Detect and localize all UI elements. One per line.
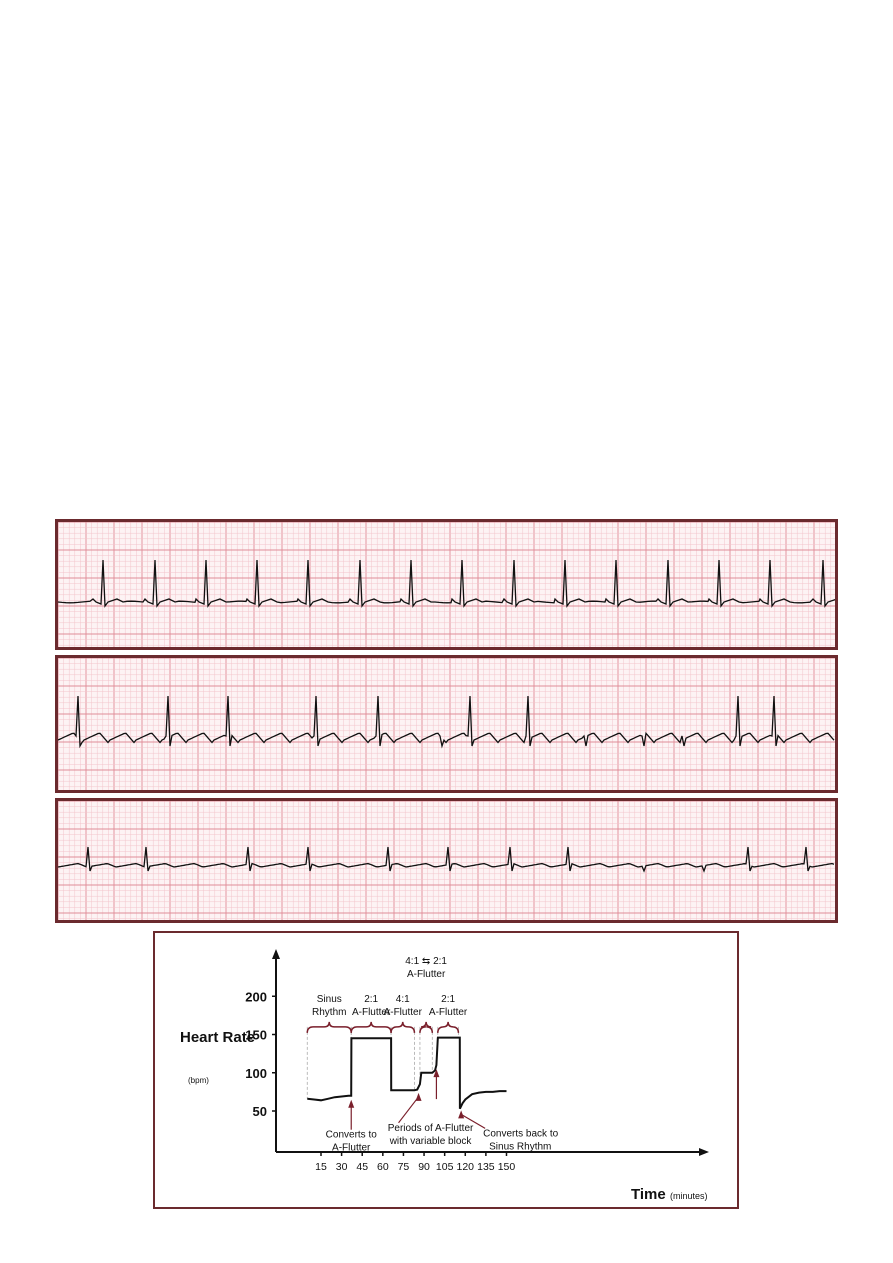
segment-brace	[306, 1021, 352, 1033]
x-tick-label: 45	[356, 1161, 368, 1173]
ecg-grid	[58, 522, 835, 647]
y-tick-label: 150	[245, 1028, 267, 1043]
y-axis-label: Heart Rate	[180, 1029, 255, 1046]
x-tick-label: 135	[477, 1161, 495, 1173]
x-tick-label: 105	[436, 1161, 454, 1173]
x-axis-label: Time	[631, 1186, 666, 1203]
x-tick-label: 90	[418, 1161, 430, 1173]
annotation-arrow	[398, 1096, 420, 1124]
segment-label-line2: A-Flutter	[407, 969, 446, 980]
x-tick-label: 150	[498, 1161, 516, 1173]
x-tick-label: 60	[377, 1161, 389, 1173]
segment-label-line2: A-Flutter	[352, 1007, 391, 1018]
annotation-arrowhead	[458, 1110, 465, 1119]
segment-brace	[437, 1021, 460, 1033]
y-tick-label: 100	[245, 1066, 267, 1081]
segment-label-line1: 2:1	[364, 994, 378, 1005]
annotation-line2: Sinus Rhythm	[489, 1141, 551, 1152]
ecg-strip-flutter-2to1	[55, 655, 838, 793]
annotation-line1: Converts back to	[483, 1128, 558, 1139]
x-tick-label: 30	[336, 1161, 348, 1173]
ecg-grid	[58, 658, 835, 790]
segment-label-line1: Sinus	[317, 994, 342, 1005]
ecg-strip-sinus	[55, 519, 838, 650]
annotation-line2: with variable block	[389, 1136, 473, 1147]
x-tick-label: 120	[457, 1161, 475, 1173]
segment-brace	[419, 1021, 434, 1033]
ecg-trace	[58, 846, 835, 873]
ecg-strip-1-svg	[58, 522, 835, 647]
y-axis-arrow	[272, 949, 280, 959]
segment-label-line2: A-Flutter	[429, 1007, 468, 1018]
segment-brace	[350, 1021, 392, 1033]
annotation-arrowhead	[348, 1099, 355, 1108]
segment-label-line1: 4:1	[396, 994, 410, 1005]
annotation-arrowhead	[415, 1092, 422, 1101]
y-tick-label: 50	[253, 1104, 267, 1119]
annotation-arrowhead	[433, 1069, 440, 1078]
ecg-paper	[58, 658, 835, 790]
annotation-line1: Periods of A-Flutter	[388, 1123, 474, 1134]
annotations: Converts to A-Flutter Periods of A-Flutter…	[326, 1069, 559, 1154]
ecg-paper	[58, 522, 835, 647]
ecg-trace	[58, 695, 835, 749]
annotation-line1: Converts to	[326, 1130, 378, 1141]
annotation-arrow	[460, 1113, 486, 1129]
heart-rate-series-line	[307, 1036, 507, 1110]
ecg-strip-flutter-4to1	[55, 798, 838, 923]
x-tick-label: 15	[315, 1161, 327, 1173]
x-tick-label: 75	[398, 1161, 410, 1173]
segment-label-line2: Rhythm	[312, 1007, 346, 1018]
segment-brace	[390, 1021, 416, 1033]
x-axis-arrow	[699, 1148, 709, 1156]
chart-axes	[272, 949, 709, 1156]
ecg-trace	[58, 559, 835, 608]
segment-label-line2: A-Flutter	[384, 1007, 423, 1018]
annotation-line2: A-Flutter	[332, 1143, 371, 1154]
segment-label-line1: 4:1 ⇆ 2:1	[405, 956, 447, 967]
ecg-strip-3-svg	[58, 801, 835, 920]
y-axis-unit: (bpm)	[188, 1076, 209, 1085]
x-axis-unit: (minutes)	[670, 1191, 708, 1201]
ecg-strip-2-svg	[58, 658, 835, 790]
segment-label-line1: 2:1	[441, 994, 455, 1005]
y-tick-label: 200	[245, 989, 267, 1004]
